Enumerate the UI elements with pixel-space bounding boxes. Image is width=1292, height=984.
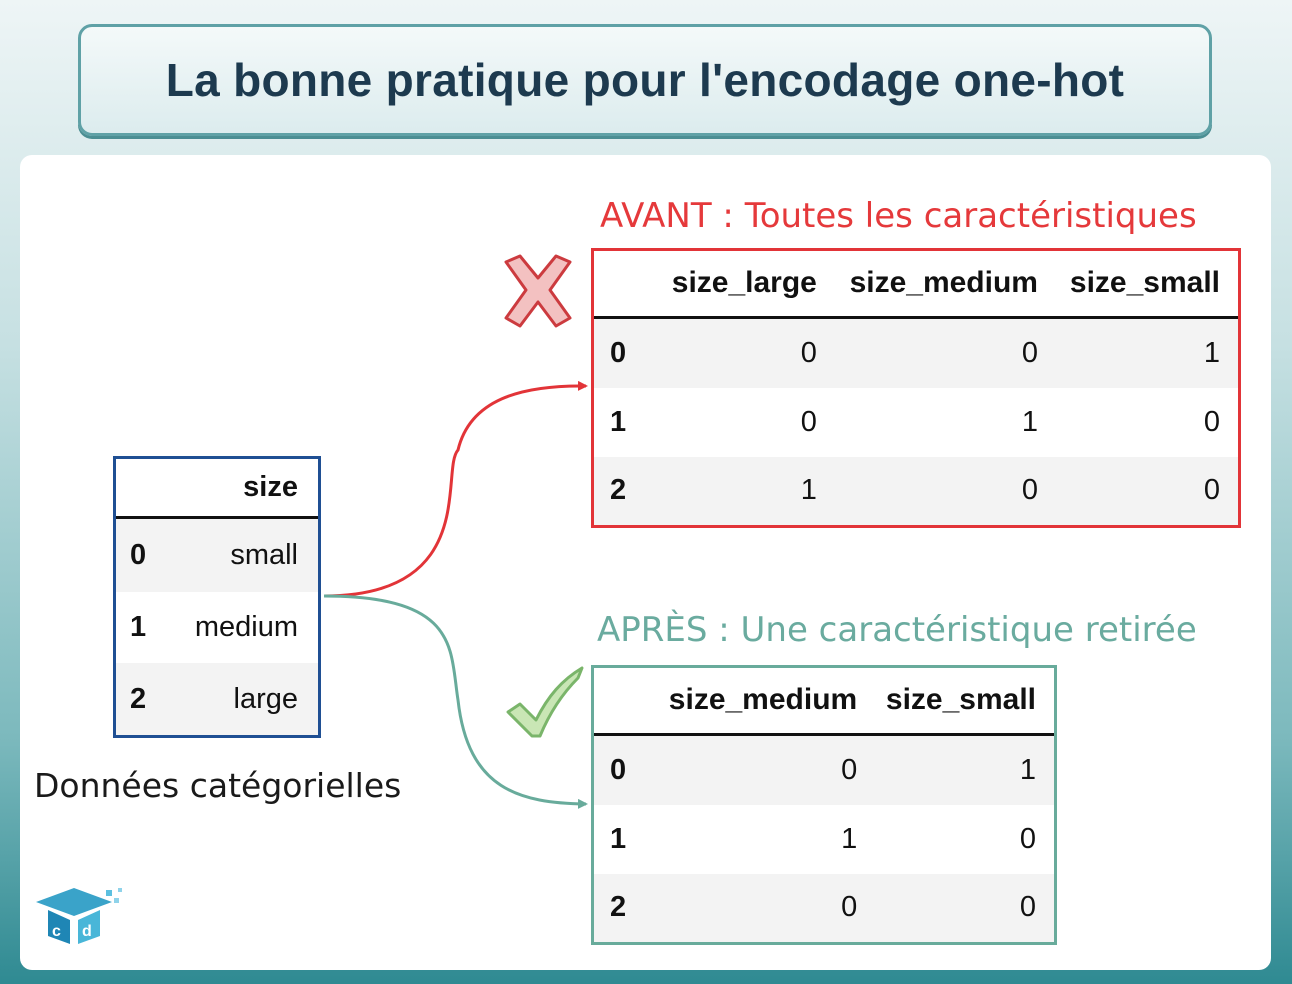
cell: 1 — [658, 456, 835, 525]
cell: 0 — [800, 406, 817, 439]
column-header: size_small — [1055, 251, 1238, 319]
cell: small — [180, 517, 318, 592]
table-row: 1 medium — [116, 592, 318, 664]
source-table: size 0 small 1 medium 2 large — [113, 456, 321, 738]
table-row: 1 1 0 — [594, 805, 1054, 873]
row-index: 0 — [594, 317, 658, 389]
after-table: size_medium size_small 0 0 1 1 1 0 2 0 0 — [591, 665, 1057, 945]
column-header: size_large — [658, 251, 835, 319]
table-row: 0 0 0 1 — [594, 317, 1238, 389]
column-header-size: size — [180, 459, 318, 519]
source-caption: Données catégorielles — [34, 766, 402, 805]
cell: 0 — [834, 317, 1056, 389]
cell: 0 — [658, 317, 835, 389]
table-row: 0 0 1 — [594, 734, 1054, 806]
title-banner: La bonne pratique pour l'encodage one-ho… — [78, 24, 1212, 136]
table-row: 2 large — [116, 663, 318, 735]
row-index: 0 — [116, 517, 180, 592]
after-heading: APRÈS : Une caractéristique retirée — [597, 610, 1197, 650]
column-header: size_medium — [834, 251, 1056, 319]
row-index: 2 — [116, 663, 180, 735]
cell: 0 — [875, 873, 1054, 942]
before-table: size_large size_medium size_small 0 0 0 … — [591, 248, 1241, 528]
index-header — [594, 668, 658, 736]
cell: 1 — [1021, 406, 1038, 439]
index-header — [116, 459, 180, 519]
table-row: 2 0 0 — [594, 873, 1054, 942]
row-index: 0 — [594, 734, 658, 806]
table-row: 0 small — [116, 517, 318, 592]
table-row: 1 0 1 0 — [594, 388, 1238, 456]
table-row: 2 1 0 0 — [594, 456, 1238, 525]
row-index: 2 — [594, 456, 658, 525]
cell: 0 — [1203, 406, 1220, 439]
graduation-cap-logo-icon: c d — [36, 888, 122, 944]
cell: 0 — [834, 456, 1056, 525]
cell: 0 — [1055, 456, 1238, 525]
page-title: La bonne pratique pour l'encodage one-ho… — [165, 54, 1125, 106]
cell: 1 — [841, 823, 858, 856]
index-header — [594, 251, 658, 319]
row-index: 1 — [610, 823, 627, 856]
svg-text:d: d — [82, 923, 92, 940]
column-header: size_medium — [658, 668, 876, 736]
cell: medium — [194, 611, 298, 644]
cell: 0 — [1019, 823, 1036, 856]
cell: 0 — [658, 873, 876, 942]
cell: 1 — [1055, 317, 1238, 389]
row-index: 1 — [130, 611, 147, 644]
cell: large — [180, 663, 318, 735]
row-index: 1 — [610, 406, 627, 439]
cell: 0 — [658, 734, 876, 806]
column-header: size_small — [875, 668, 1054, 736]
svg-text:c: c — [52, 923, 61, 940]
before-heading: AVANT : Toutes les caractéristiques — [600, 196, 1197, 236]
row-index: 2 — [594, 873, 658, 942]
cell: 1 — [875, 734, 1054, 806]
